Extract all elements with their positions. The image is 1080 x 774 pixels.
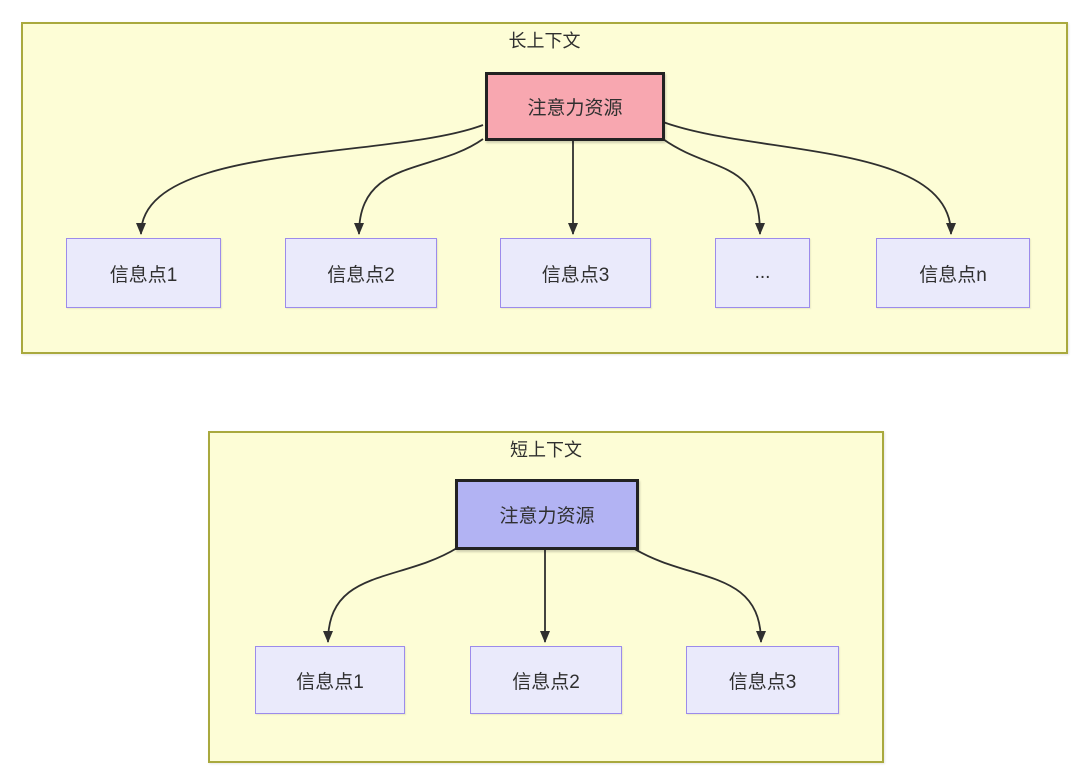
long-info-label-1: 信息点1 xyxy=(109,264,178,286)
long-info-label-2: 信息点2 xyxy=(327,264,395,286)
long-info-label-ellipsis: ... xyxy=(754,262,771,283)
panel-long-title: 长上下文 xyxy=(508,31,581,51)
long-info-label-n: 信息点n xyxy=(919,264,987,286)
short-info-label-2: 信息点2 xyxy=(512,671,580,693)
long-info-label-3: 信息点3 xyxy=(541,264,610,286)
short-info-label-1: 信息点1 xyxy=(296,671,364,693)
panel-short-title: 短上下文 xyxy=(510,440,582,460)
short-attention-resource-label: 注意力资源 xyxy=(499,506,595,527)
long-attention-resource-node: 注意力资源 xyxy=(485,72,665,141)
long-attention-resource-label: 注意力资源 xyxy=(527,98,623,119)
long-info-node-ellipsis: ... xyxy=(715,238,810,308)
short-info-label-3: 信息点3 xyxy=(728,671,797,693)
long-info-node-3: 信息点3 xyxy=(500,238,651,308)
long-info-node-1: 信息点1 xyxy=(66,238,221,308)
panel-short-context: 短上下文 注意力资源 信息点1 信息点2 信息点3 xyxy=(208,431,884,763)
short-info-node-2: 信息点2 xyxy=(470,646,622,714)
long-info-node-n: 信息点n xyxy=(876,238,1030,308)
short-attention-resource-node: 注意力资源 xyxy=(455,479,639,550)
short-info-node-1: 信息点1 xyxy=(255,646,405,714)
long-info-node-2: 信息点2 xyxy=(285,238,437,308)
panel-long-context: 长上下文 注意力资源 信息点1 信息点2 信息点3 ... 信息点n xyxy=(21,22,1068,354)
short-info-node-3: 信息点3 xyxy=(686,646,839,714)
